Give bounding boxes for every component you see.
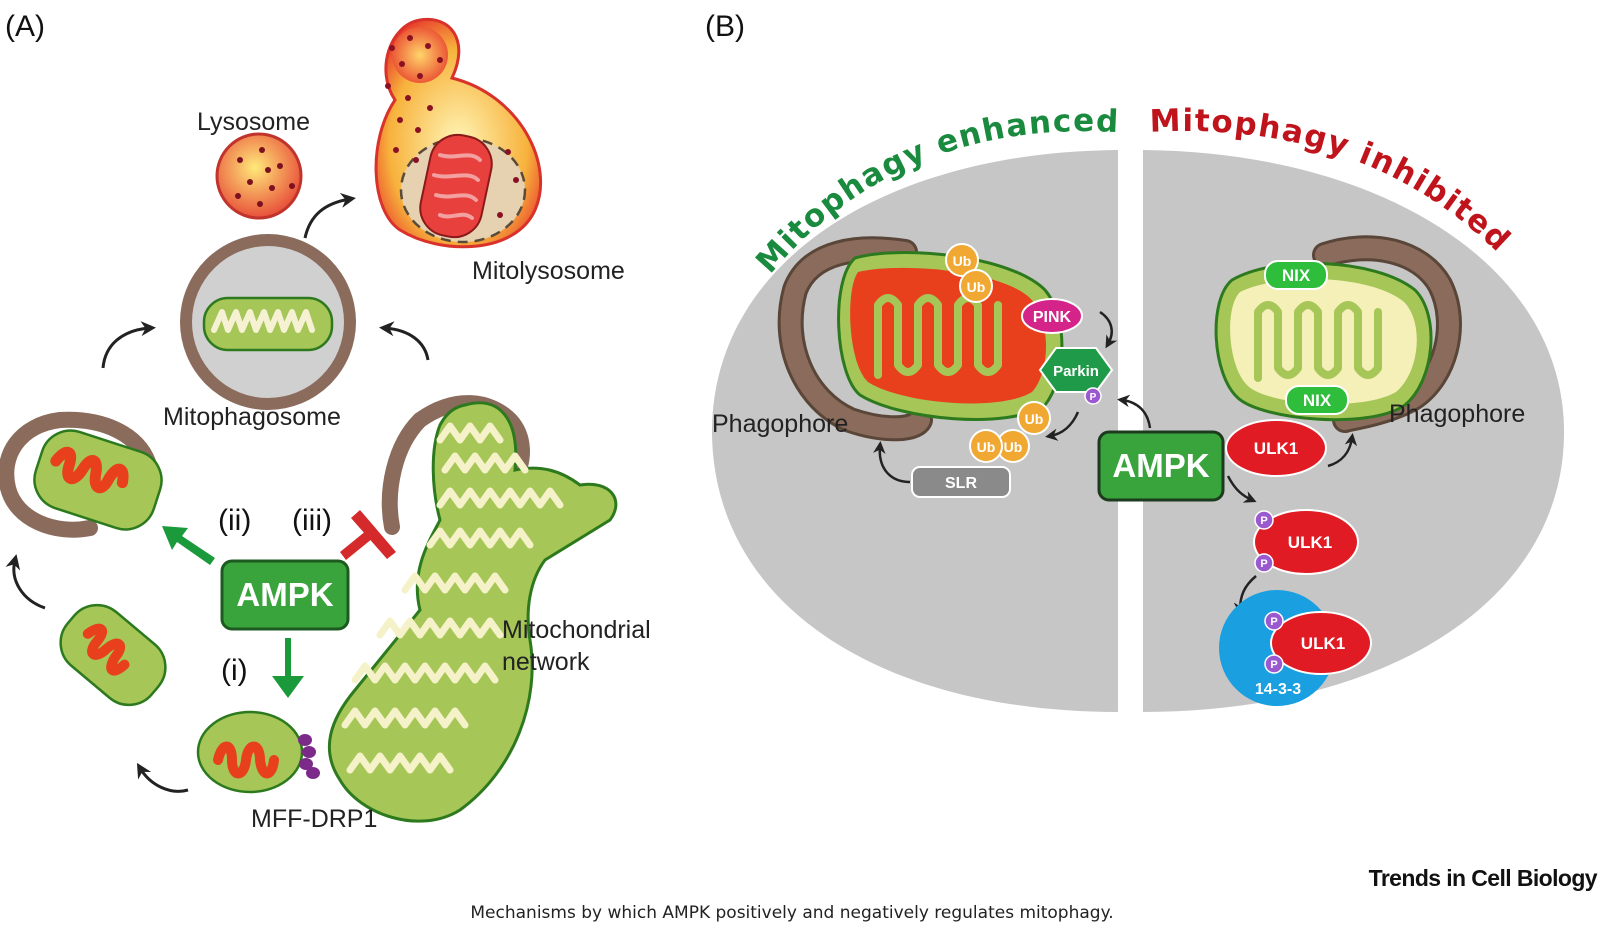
journal-brand: Trends in Cell Biology: [1369, 865, 1598, 891]
parkin-node: Parkin: [1038, 347, 1114, 393]
step-i-label: (i): [221, 654, 248, 687]
mitophagosome: [180, 234, 356, 410]
mitolysosome: [374, 17, 543, 249]
slr-label: SLR: [945, 475, 977, 492]
svg-text:P: P: [1260, 558, 1267, 570]
arrow-slr-phagophore: [873, 441, 911, 484]
ub-top-2: Ub: [959, 269, 993, 303]
step-iii-label: (iii): [292, 504, 332, 537]
mitochondrial-network: [327, 401, 618, 823]
lysosome-label: Lysosome: [197, 108, 310, 136]
nix-top: NIX: [1264, 260, 1328, 290]
isolated-mitochondrion: [59, 603, 167, 707]
panel-a-letter: (A): [5, 10, 45, 43]
phospho-ulk1-2b: P: [1254, 553, 1274, 573]
svg-text:Ub: Ub: [977, 439, 996, 455]
phagophore-left-label: Phagophore: [712, 410, 848, 438]
mitochondrial-network-label-line1: Mitochondrial: [502, 616, 651, 644]
arrow-fission-to-mito: [136, 762, 189, 793]
phospho-parkin: P: [1084, 387, 1102, 405]
arrow-parkin-ub: [1045, 411, 1080, 441]
arrow-ampk-fission: [272, 638, 304, 698]
parkin-label: Parkin: [1053, 363, 1099, 380]
svg-text:P: P: [1270, 659, 1277, 671]
healthy-mitochondrion-b: [1214, 261, 1433, 422]
ampk-label-a: AMPK: [236, 576, 333, 613]
ampk-node-b: AMPK: [1097, 430, 1225, 502]
ub-bottom-3: Ub: [969, 429, 1003, 463]
svg-text:NIX: NIX: [1303, 391, 1332, 410]
ulk1-node-3: ULK1: [1270, 611, 1372, 675]
svg-text:NIX: NIX: [1282, 266, 1311, 285]
mff-drp1-label: MFF-DRP1: [251, 805, 377, 833]
phagophore-left-a: [0, 411, 163, 538]
phagophore-right-label: Phagophore: [1389, 400, 1525, 428]
pink-node: PINK: [1021, 298, 1083, 334]
svg-text:Ub: Ub: [1004, 439, 1023, 455]
svg-text:ULK1: ULK1: [1254, 439, 1298, 458]
phagophore-right-a: [381, 395, 530, 535]
svg-text:Ub: Ub: [967, 279, 986, 295]
arrow-pink-parkin: [1099, 310, 1118, 349]
panel-b: (B) Mitophagy enhanced Mitophagy inhibit…: [705, 10, 1565, 712]
arrow-ampk-ulk1-phospho: [1226, 475, 1257, 503]
arrow-left-to-mitophagosome: [101, 321, 156, 369]
svg-text:P: P: [1260, 515, 1267, 527]
figure-caption: Mechanisms by which AMPK positively and …: [470, 903, 1113, 923]
arrow-mito-to-phagophore: [5, 554, 46, 610]
svg-text:ULK1: ULK1: [1301, 634, 1345, 653]
svg-text:Ub: Ub: [953, 253, 972, 269]
ub-top-1: Ub: [945, 243, 979, 277]
arrow-ampk-mitophagy: [162, 526, 215, 565]
phospho-ulk1-3a: P: [1264, 611, 1284, 631]
budding-mitochondrion: [196, 710, 304, 794]
ub-bottom-2: Ub: [996, 429, 1030, 463]
nix-bottom: NIX: [1285, 385, 1349, 415]
phospho-ulk1-3b: P: [1264, 654, 1284, 674]
step-ii-label: (ii): [218, 504, 251, 537]
mitophagosome-label: Mitophagosome: [163, 403, 341, 431]
arrow-right-to-mitophagosome: [379, 321, 430, 361]
inhibit-ampk-phagophore: [340, 510, 396, 560]
ulk1-node-1: ULK1: [1225, 419, 1327, 477]
mitochondrial-network-label-line2: network: [502, 648, 590, 676]
ulk1-node-2: ULK1: [1253, 509, 1359, 575]
label-14-3-3: 14-3-3: [1255, 681, 1301, 698]
phospho-ulk1-2a: P: [1254, 510, 1274, 530]
arrow-ulk1-phagophore: [1327, 433, 1358, 468]
slr-node: SLR: [911, 466, 1011, 498]
svg-text:ULK1: ULK1: [1288, 533, 1332, 552]
ub-bottom-1: Ub: [1017, 401, 1051, 435]
arrow-to-mitolysosome: [303, 193, 356, 239]
svg-text:Ub: Ub: [1025, 411, 1044, 427]
svg-text:P: P: [1270, 616, 1277, 628]
mff-drp1-complex: [298, 734, 320, 779]
svg-text:P: P: [1090, 392, 1097, 403]
lysosome: [215, 132, 303, 220]
ampk-node-a: AMPK: [220, 559, 350, 631]
damaged-mitochondrion-b: [837, 251, 1064, 421]
pink-label: PINK: [1033, 309, 1072, 326]
panel-a: (A) Lysosome Mitolys: [0, 10, 651, 833]
ampk-label-b: AMPK: [1112, 447, 1209, 484]
mitolysosome-label: Mitolysosome: [472, 257, 625, 285]
panel-b-letter: (B): [705, 10, 745, 43]
arrow-ampk-parkin: [1117, 394, 1152, 429]
